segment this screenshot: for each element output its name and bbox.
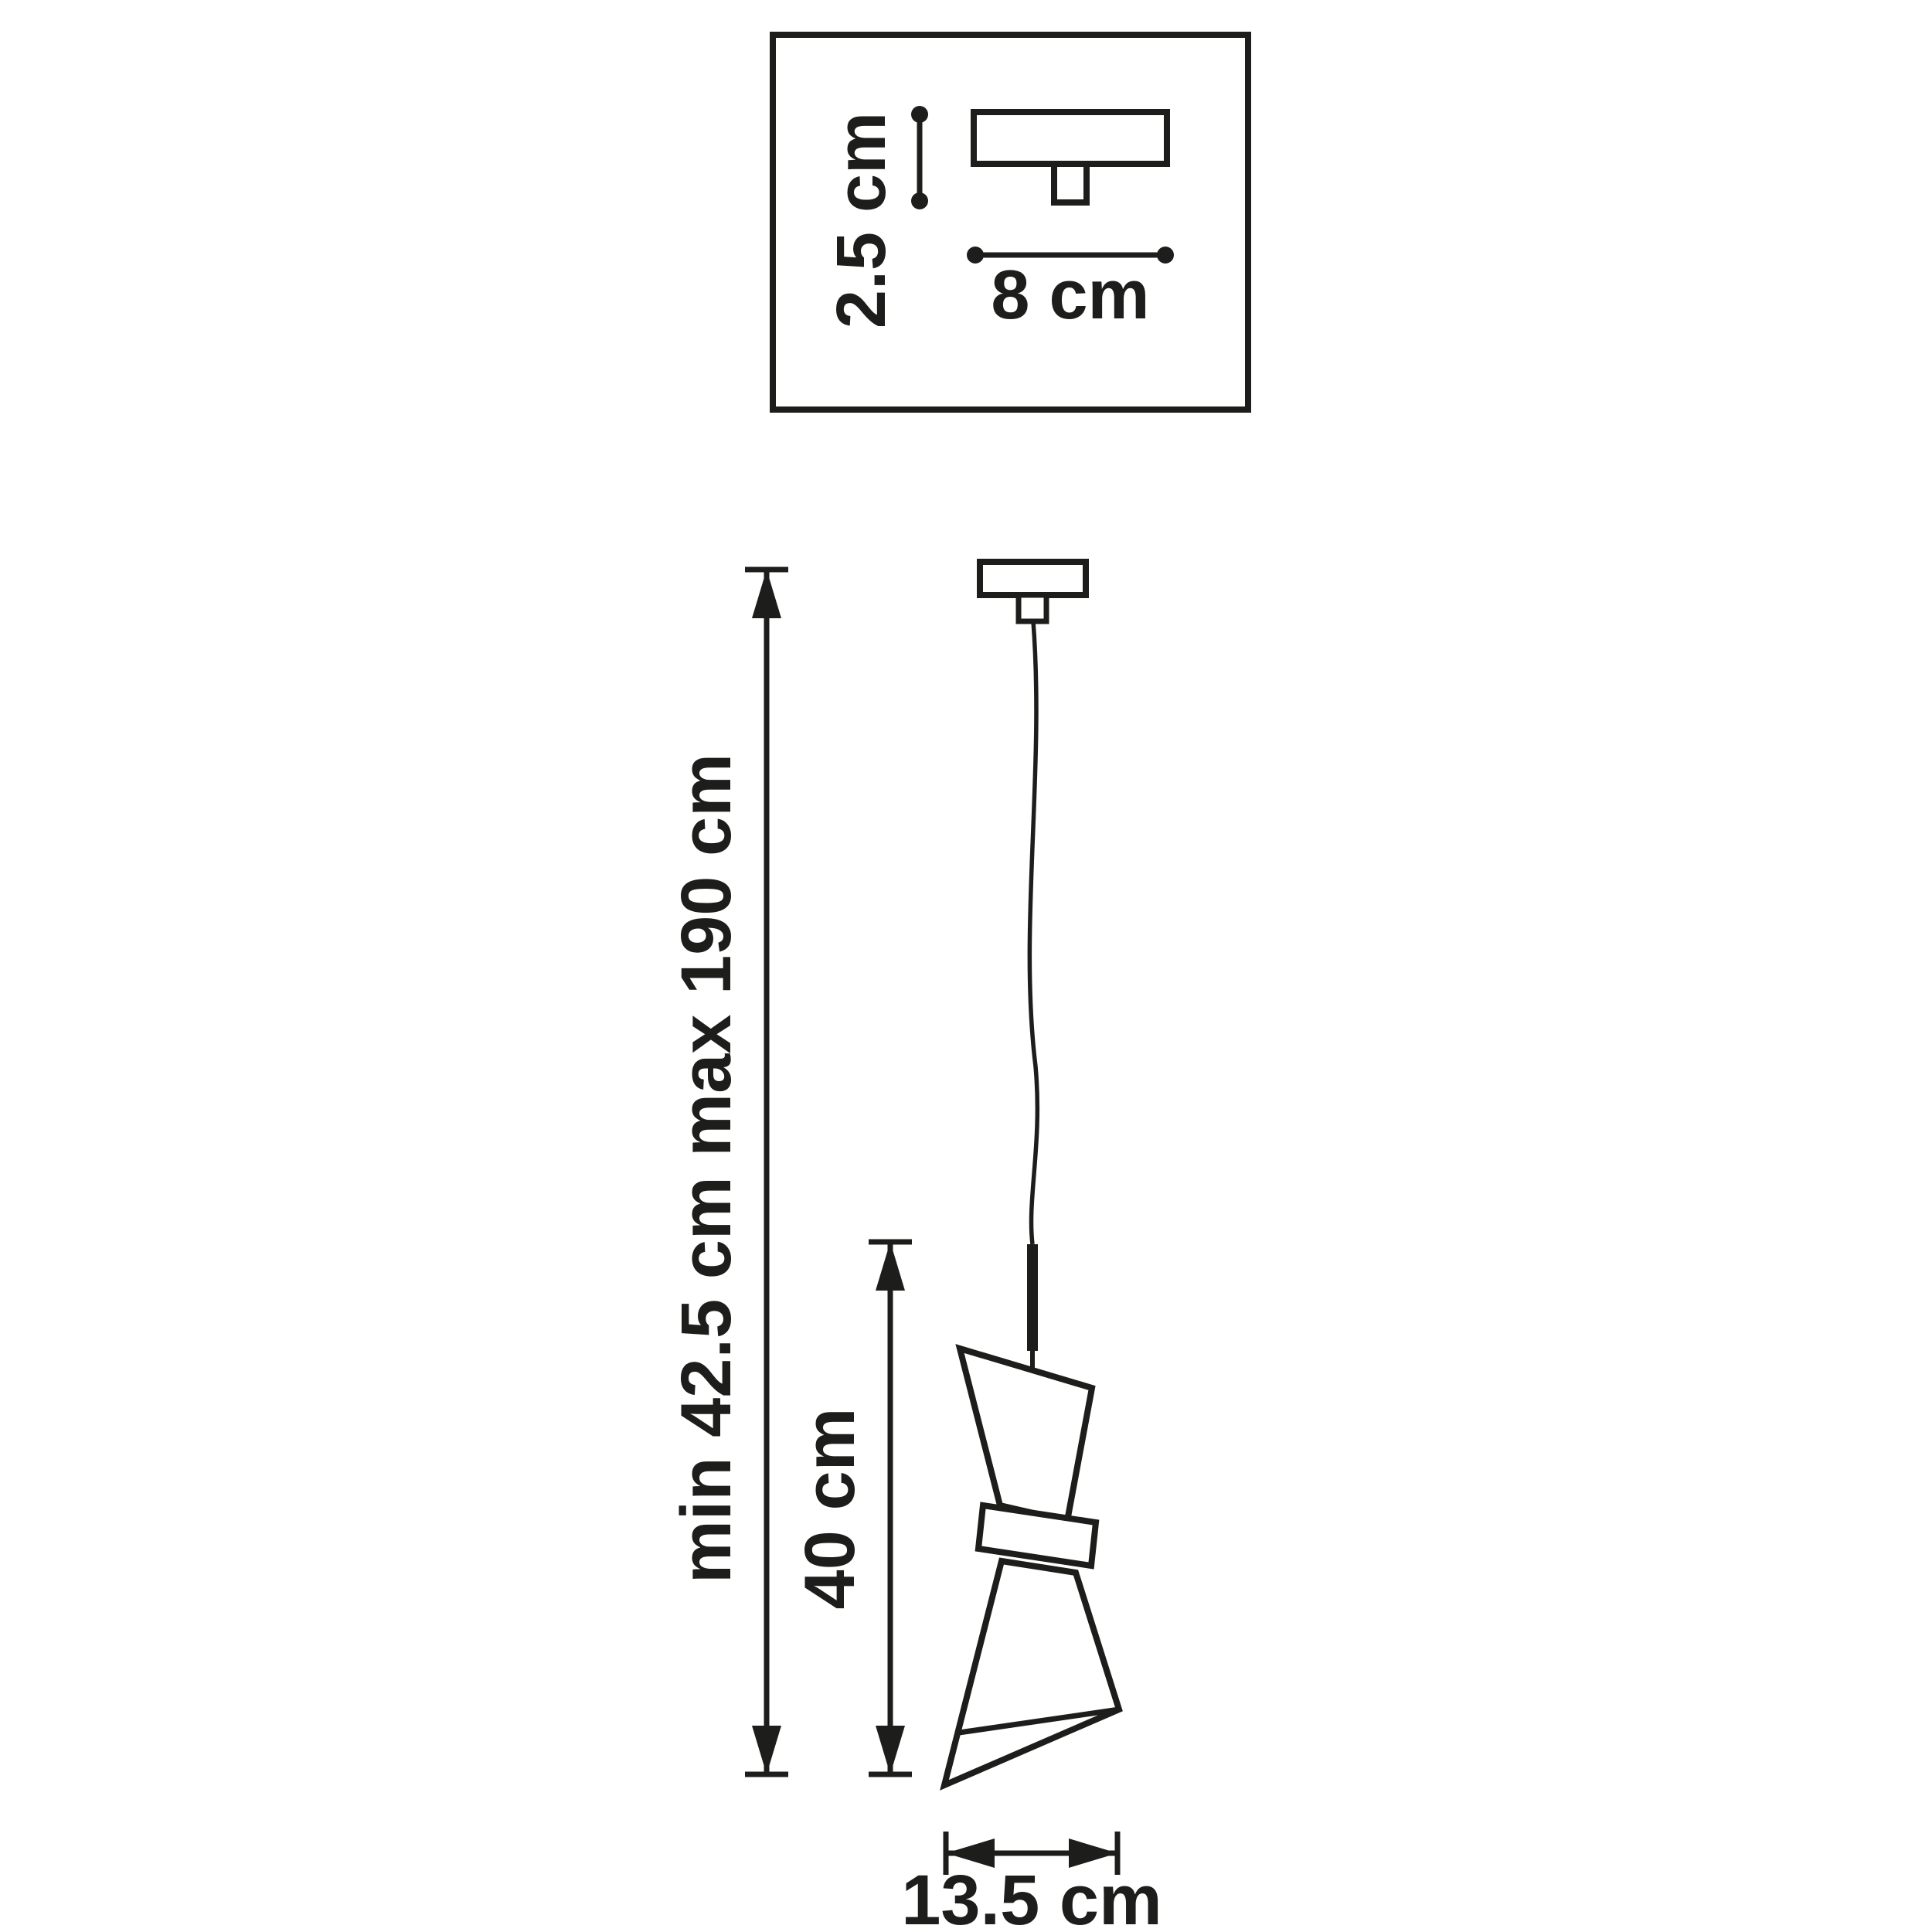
arrow-right-icon bbox=[1069, 1838, 1117, 1868]
suspension-cable bbox=[1027, 621, 1040, 1245]
canopy-stem bbox=[1051, 161, 1090, 206]
arrow-left-icon bbox=[946, 1838, 995, 1868]
shade-rim-crease bbox=[958, 1706, 1120, 1736]
canopy-width-dimension: 8 cm bbox=[967, 247, 1174, 334]
shade-width-dimension: 13.5 cm bbox=[901, 1832, 1162, 1932]
canopy-height-label: 2.5 cm bbox=[823, 112, 900, 328]
ceiling-canopy-stem bbox=[1015, 592, 1049, 624]
dimension-endpoint-dot-icon bbox=[911, 192, 928, 209]
arrow-down-icon bbox=[876, 1726, 905, 1774]
fixture-height-label: 40 cm bbox=[791, 1408, 869, 1610]
canopy-width-label: 8 cm bbox=[991, 257, 1149, 334]
arrow-up-icon bbox=[752, 570, 781, 618]
canopy-height-dimension: 2.5 cm bbox=[823, 106, 928, 328]
shade-width-label: 13.5 cm bbox=[901, 1861, 1162, 1932]
dimension-endpoint-dot-icon bbox=[1157, 247, 1174, 264]
shade-upper-cone bbox=[955, 1344, 1096, 1525]
ceiling-canopy bbox=[977, 559, 1089, 598]
canopy-plate bbox=[971, 109, 1170, 167]
shade-lower-cone bbox=[940, 1557, 1123, 1791]
shade-waist-band bbox=[975, 1502, 1100, 1570]
overall-height-label: min 42.5 cm max 190 cm bbox=[667, 753, 746, 1583]
dimension-endpoint-dot-icon bbox=[967, 247, 984, 264]
dimension-endpoint-dot-icon bbox=[911, 106, 928, 123]
canopy-detail-inset: 2.5 cm 8 cm bbox=[770, 32, 1251, 413]
inset-frame bbox=[770, 32, 1251, 413]
arrow-down-icon bbox=[752, 1726, 781, 1774]
pendant-lamp-drawing bbox=[940, 559, 1123, 1791]
overall-height-dimension: min 42.5 cm max 190 cm bbox=[667, 566, 788, 1777]
fixture-height-dimension: 40 cm bbox=[791, 1239, 912, 1777]
arrow-up-icon bbox=[876, 1242, 905, 1291]
